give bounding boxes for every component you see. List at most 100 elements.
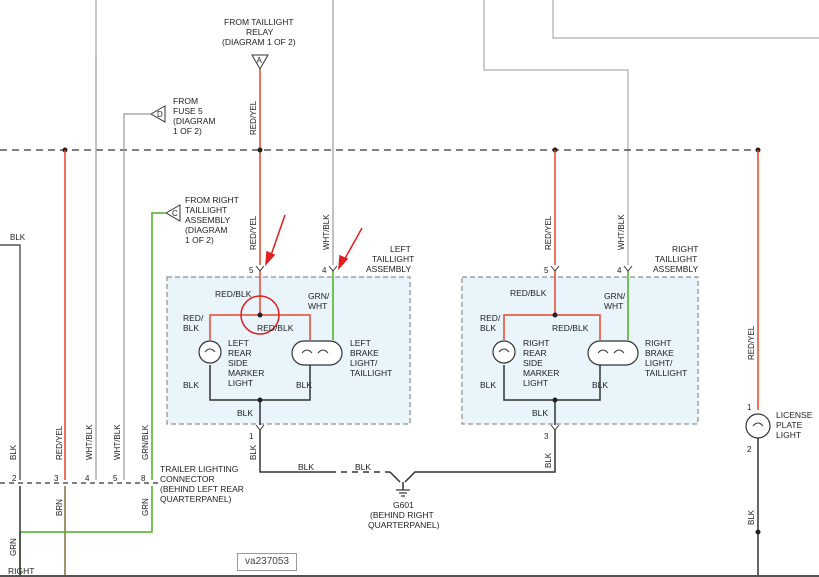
svg-text:MARKER: MARKER <box>523 368 559 378</box>
svg-text:(DIAGRAM: (DIAGRAM <box>185 225 228 235</box>
wire-label-left-blk-2: BLK <box>9 444 18 460</box>
right-assembly-internal <box>503 270 629 425</box>
connector-c: C <box>164 204 181 222</box>
svg-text:LIGHT/: LIGHT/ <box>645 358 673 368</box>
svg-text:WHT: WHT <box>308 301 327 311</box>
wire-label-red-yel-1: RED/YEL <box>249 100 258 135</box>
svg-text:LIGHT: LIGHT <box>523 378 548 388</box>
pin-left-5: 5 <box>249 266 254 275</box>
svg-text:(DIAGRAM: (DIAGRAM <box>173 116 216 126</box>
svg-text:PLATE: PLATE <box>776 420 803 430</box>
svg-text:(DIAGRAM 1 OF 2): (DIAGRAM 1 OF 2) <box>222 37 296 47</box>
svg-text:GRN/BLK: GRN/BLK <box>141 424 150 460</box>
svg-text:SIDE: SIDE <box>523 358 543 368</box>
svg-text:RED/BLK: RED/BLK <box>552 323 589 333</box>
svg-text:BLK: BLK <box>237 408 253 418</box>
svg-text:BLK: BLK <box>544 452 553 468</box>
svg-text:4: 4 <box>85 474 90 483</box>
svg-text:WHT/BLK: WHT/BLK <box>617 214 626 250</box>
svg-text:QUARTERPANEL): QUARTERPANEL) <box>368 520 440 530</box>
svg-text:5: 5 <box>113 474 118 483</box>
svg-text:BRN: BRN <box>55 499 64 516</box>
svg-text:RED/BLK: RED/BLK <box>510 288 547 298</box>
svg-text:REAR: REAR <box>523 348 547 358</box>
svg-text:RED/YEL: RED/YEL <box>747 325 756 360</box>
svg-text:C: C <box>172 209 178 218</box>
svg-text:BLK: BLK <box>355 462 371 472</box>
svg-text:REAR: REAR <box>228 348 252 358</box>
wire-label-left-blk: BLK <box>10 233 26 242</box>
svg-text:LEFT: LEFT <box>350 338 371 348</box>
watermark-id: va237053 <box>237 553 297 571</box>
svg-text:1: 1 <box>747 403 752 412</box>
wire-grn-blk <box>151 212 166 480</box>
trailer-connector-label: TRAILER LIGHTING <box>160 464 238 474</box>
left-side-marker-bulb <box>198 340 222 364</box>
svg-text:LIGHT: LIGHT <box>776 430 801 440</box>
svg-text:RED/BLK: RED/BLK <box>257 323 294 333</box>
svg-text:RED/YEL: RED/YEL <box>544 215 553 250</box>
svg-text:WHT: WHT <box>604 301 623 311</box>
left-brake-bulb <box>291 340 343 366</box>
svg-text:RED/BLK: RED/BLK <box>215 289 252 299</box>
svg-text:QUARTERPANEL): QUARTERPANEL) <box>160 494 232 504</box>
svg-text:RIGHT: RIGHT <box>645 338 671 348</box>
wire-label-red-yel-2: RED/YEL <box>249 215 258 250</box>
svg-text:TAILLIGHT: TAILLIGHT <box>350 368 392 378</box>
svg-text:GRN: GRN <box>141 498 150 516</box>
highlight-circle <box>240 295 280 335</box>
svg-text:BLK: BLK <box>298 462 314 472</box>
svg-text:(BEHIND RIGHT: (BEHIND RIGHT <box>370 510 434 520</box>
svg-text:2: 2 <box>747 445 752 454</box>
svg-text:D: D <box>157 110 163 119</box>
svg-text:GRN/: GRN/ <box>604 291 626 301</box>
svg-text:BLK: BLK <box>249 444 258 460</box>
right-brake-bulb <box>587 340 639 366</box>
svg-text:BLK: BLK <box>747 509 756 525</box>
svg-text:LIGHT: LIGHT <box>228 378 253 388</box>
ground-wires <box>259 430 556 490</box>
connector-d: D <box>149 105 166 123</box>
from-fuse-label: FROM <box>173 96 198 106</box>
left-assembly-label: LEFT <box>390 244 411 254</box>
svg-text:ASSEMBLY: ASSEMBLY <box>653 264 699 274</box>
license-plate-light-label: LICENSE <box>776 410 813 420</box>
svg-text:RED/: RED/ <box>480 313 501 323</box>
svg-text:ASSEMBLY: ASSEMBLY <box>366 264 412 274</box>
license-plate-light-bulb <box>745 413 771 439</box>
right-side-marker-bulb <box>492 340 516 364</box>
pin-right-4: 4 <box>617 266 622 275</box>
pin-right-5: 5 <box>544 266 549 275</box>
svg-text:BLK: BLK <box>480 323 496 333</box>
svg-text:GRN/: GRN/ <box>308 291 330 301</box>
svg-text:1 OF 2): 1 OF 2) <box>185 235 214 245</box>
svg-text:BLK: BLK <box>183 380 199 390</box>
ground-g601-label: G601 <box>393 500 414 510</box>
annotation-arrows <box>265 214 363 271</box>
svg-text:TAILLIGHT: TAILLIGHT <box>655 254 697 264</box>
svg-text:TAILLIGHT: TAILLIGHT <box>372 254 414 264</box>
svg-text:ASSEMBLY: ASSEMBLY <box>185 215 231 225</box>
from-right-label: FROM RIGHT <box>185 195 239 205</box>
svg-text:RIGHT: RIGHT <box>8 566 34 576</box>
trailer-harness-wires <box>19 486 153 577</box>
svg-text:BLK: BLK <box>532 408 548 418</box>
svg-text:LIGHT/: LIGHT/ <box>350 358 378 368</box>
upper-gray-wires <box>95 0 819 265</box>
pin-right-3: 3 <box>544 432 549 441</box>
svg-text:1 OF 2): 1 OF 2) <box>173 126 202 136</box>
svg-text:BLK: BLK <box>183 323 199 333</box>
connector-a: A <box>251 54 269 71</box>
svg-text:RELAY: RELAY <box>246 27 274 37</box>
svg-text:GRN: GRN <box>9 538 18 556</box>
svg-text:BLK: BLK <box>592 380 608 390</box>
svg-text:A: A <box>257 56 263 65</box>
svg-text:BLK: BLK <box>480 380 496 390</box>
svg-text:BRAKE: BRAKE <box>645 348 674 358</box>
svg-text:(BEHIND LEFT REAR: (BEHIND LEFT REAR <box>160 484 244 494</box>
svg-text:RED/YEL: RED/YEL <box>55 425 64 460</box>
svg-text:CONNECTOR: CONNECTOR <box>160 474 215 484</box>
svg-text:2: 2 <box>12 474 17 483</box>
pin-left-1: 1 <box>249 432 254 441</box>
